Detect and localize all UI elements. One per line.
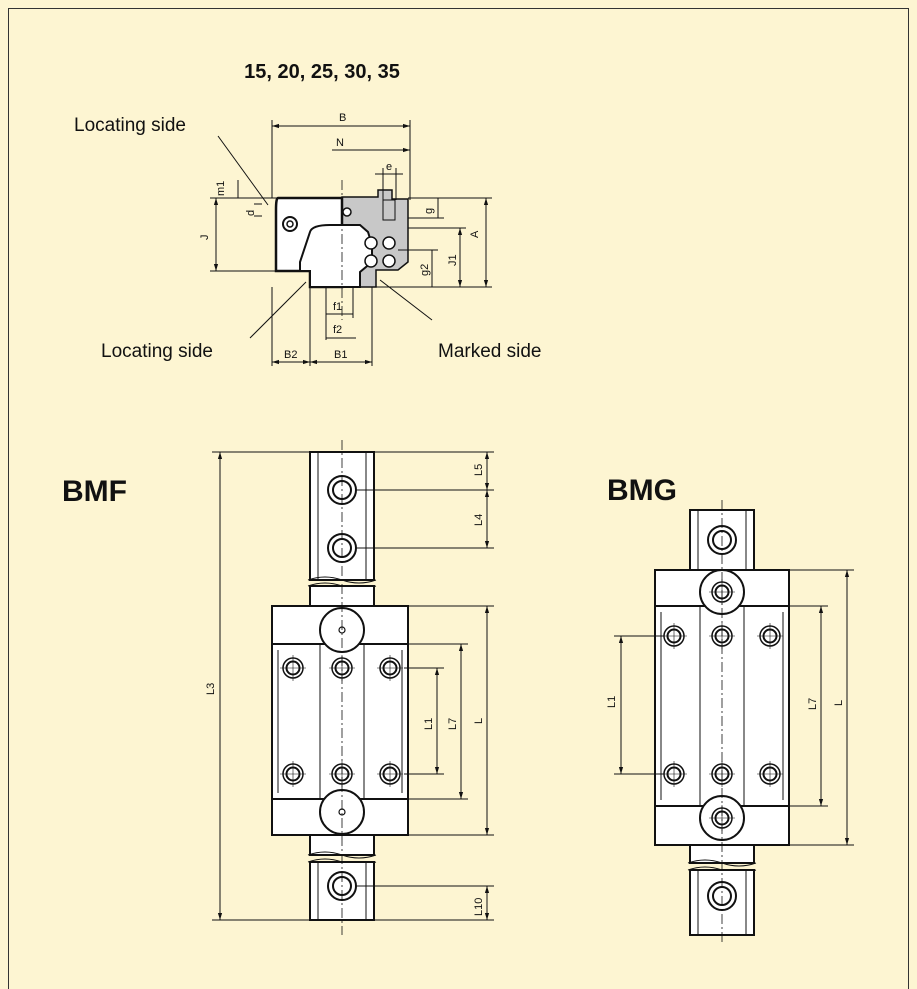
locating-side-label-bottom: Locating side [101,341,213,362]
dim-bmf-L7: L7 [447,718,459,730]
dim-B2: B2 [284,349,297,361]
dim-J1: J1 [447,254,459,266]
bmg-view: L1 L7 L [606,500,854,945]
dim-e: e [386,161,392,173]
dim-bmf-L: L [473,718,485,724]
bmf-title: BMF [62,475,127,508]
marked-side-label: Marked side [438,341,542,362]
dim-f1: f1 [333,301,342,313]
dim-B: B [339,112,346,124]
dim-N: N [336,137,344,149]
dim-g2: g2 [419,264,431,276]
dim-bmf-L1: L1 [423,718,435,730]
dim-bmf-L4: L4 [473,514,485,526]
dim-f2: f2 [333,324,342,336]
dim-A: A [469,230,481,238]
dim-bmg-L7: L7 [807,698,819,710]
bmg-title: BMG [607,474,677,507]
bmf-view: L3 L5 L4 L1 L7 L L10 [205,440,494,935]
cross-section-view: B N e A g J1 g2 J m1 [199,112,492,366]
dim-bmf-L10: L10 [473,898,485,916]
locating-side-label-top: Locating side [74,115,186,136]
sizes-title: 15, 20, 25, 30, 35 [244,61,400,83]
dim-bmg-L1: L1 [606,696,618,708]
dim-bmf-L5: L5 [473,464,485,476]
dim-bmg-L: L [833,700,845,706]
dim-g: g [423,208,435,214]
dim-J: J [199,235,211,241]
dim-d: d [245,210,257,216]
dim-bmf-L3: L3 [205,683,217,695]
dim-m1: m1 [215,181,227,196]
dim-B1: B1 [334,349,347,361]
